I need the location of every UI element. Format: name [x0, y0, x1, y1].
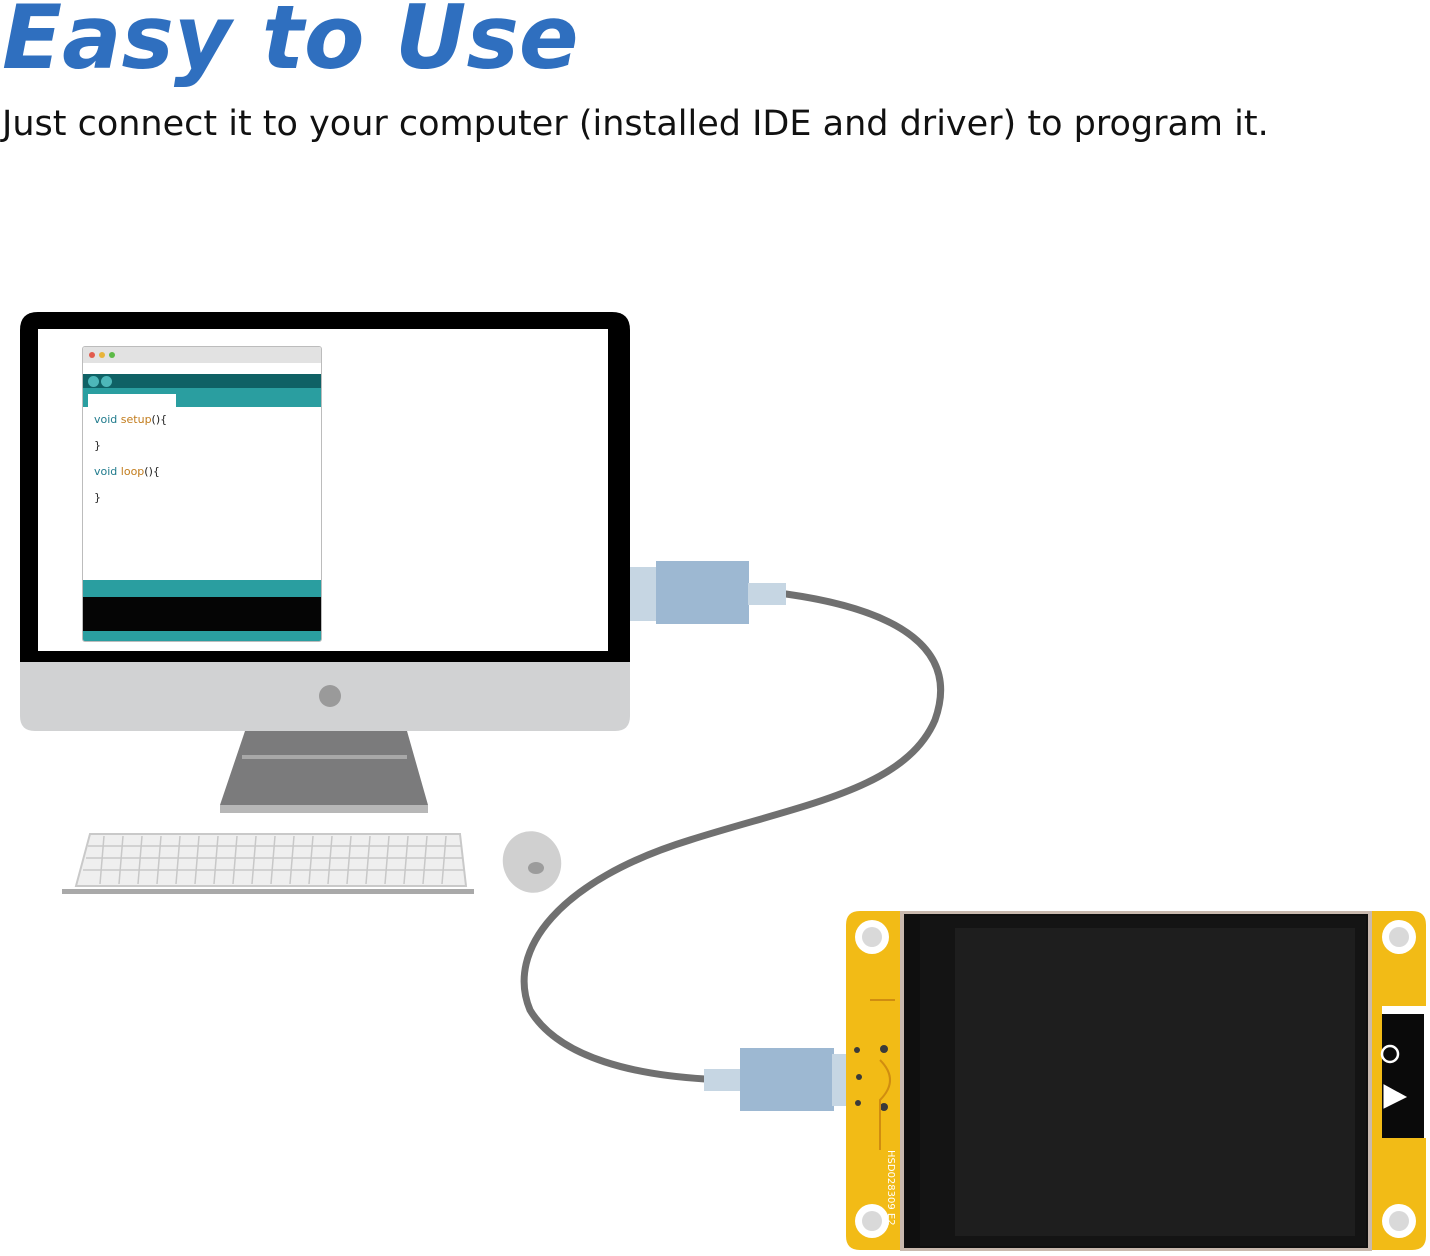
code-brace: }: [94, 491, 101, 504]
page-title: Easy to Use: [2, 0, 579, 89]
code-keyword: void: [94, 465, 118, 478]
maximize-dot-icon[interactable]: [109, 352, 115, 358]
ide-console: [83, 597, 321, 631]
ide-window: void setup(){ } void loop(){ }: [82, 346, 322, 642]
code-punctuation: (){: [144, 465, 160, 478]
code-line: void loop(){: [94, 465, 160, 478]
ide-toolbar: [83, 374, 321, 388]
code-line: }: [94, 439, 101, 452]
window-titlebar: [83, 347, 321, 363]
sketch-tab[interactable]: [88, 394, 176, 407]
lcd-board-icon: [846, 911, 1426, 1251]
keyboard-icon: [62, 833, 474, 894]
close-dot-icon[interactable]: [89, 352, 95, 358]
minimize-dot-icon[interactable]: [99, 352, 105, 358]
code-brace: }: [94, 439, 101, 452]
board-model-label: HSD028309 E2: [885, 1150, 896, 1226]
code-punctuation: (){: [151, 413, 168, 426]
code-keyword: void: [94, 413, 118, 426]
ide-footer-bar: [83, 631, 321, 641]
ide-status-bar: [83, 580, 321, 597]
code-line: }: [94, 491, 101, 504]
mouse-icon: [502, 831, 562, 893]
page-subtitle: Just connect it to your computer (instal…: [2, 104, 1269, 144]
ide-tab-bar: [83, 388, 321, 407]
code-function-name: setup: [120, 413, 152, 426]
code-line: void setup(){: [94, 413, 167, 426]
usb-cable-icon: [520, 561, 944, 1111]
upload-icon[interactable]: [101, 376, 112, 387]
code-function-name: loop: [120, 465, 145, 478]
verify-icon[interactable]: [88, 376, 99, 387]
